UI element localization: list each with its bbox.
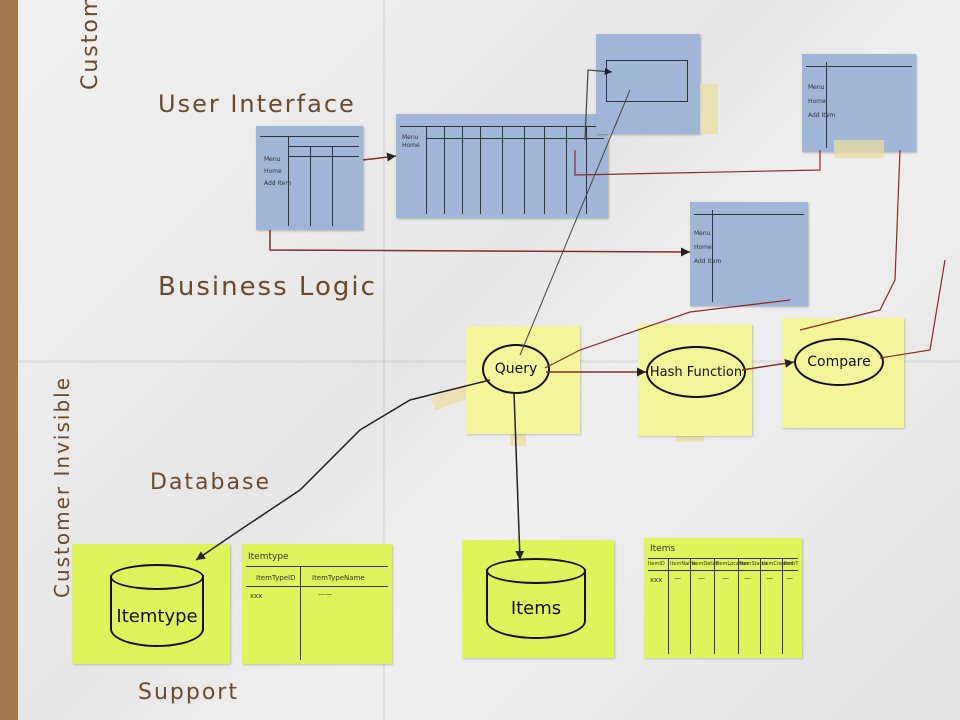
paper-fold bbox=[383, 0, 385, 720]
wire-query-to-items bbox=[513, 391, 525, 561]
note-db-items: Items bbox=[462, 540, 614, 658]
ui-screen-list: Menu Home bbox=[396, 114, 608, 218]
wire-edit-to-query bbox=[544, 299, 791, 369]
table-items-cell: xxx bbox=[650, 576, 663, 584]
side-menu-item: Menu bbox=[808, 84, 825, 91]
table-items-header: ItemT bbox=[784, 561, 799, 567]
ui-screen-dialog bbox=[596, 34, 700, 134]
side-menu-item: Menu bbox=[402, 134, 419, 141]
wire-compare-out bbox=[879, 259, 946, 359]
wire-dialog-to-query bbox=[519, 89, 631, 356]
database-itemtype-icon: Itemtype bbox=[110, 564, 204, 648]
wire-menu-to-list bbox=[362, 152, 397, 162]
database-items-icon: Items bbox=[486, 558, 586, 640]
table-itemtype-cell: —— bbox=[318, 590, 332, 598]
ui-screen-menu: Menu Home Add Item bbox=[256, 126, 363, 230]
lane-label-database: Database bbox=[150, 470, 271, 495]
side-menu-item: Home bbox=[694, 244, 712, 251]
table-items-cell: — bbox=[744, 574, 751, 582]
side-menu-item: Menu bbox=[694, 230, 711, 237]
tape bbox=[700, 84, 718, 134]
database-itemtype-label: Itemtype bbox=[116, 606, 198, 627]
table-itemtype-header: ItemTypeID bbox=[256, 574, 296, 582]
lane-label-business-logic: Business Logic bbox=[158, 272, 377, 302]
side-menu-item: Home bbox=[402, 142, 420, 149]
ui-screen-add-form: Menu Home Add Item bbox=[802, 54, 916, 152]
note-table-itemtype: Itemtype ItemTypeID ItemTypeName xxx —— bbox=[242, 544, 392, 664]
lane-label-user-interface: User Interface bbox=[158, 90, 356, 118]
wire-form-to-compare bbox=[799, 149, 901, 331]
table-items-cell: — bbox=[766, 574, 773, 582]
table-itemtype-cell: xxx bbox=[250, 592, 263, 600]
table-items-header: ItemLocation bbox=[716, 561, 749, 567]
table-items-cell: — bbox=[786, 574, 793, 582]
side-menu-item: Menu bbox=[264, 156, 281, 163]
ui-screen-edit-form: Menu Home Add Item bbox=[690, 202, 808, 306]
table-items-header: ItemID bbox=[648, 561, 665, 567]
node-compare: Compare bbox=[794, 338, 884, 386]
table-items-header: ItemStatus bbox=[740, 561, 768, 567]
wire-list-to-form bbox=[574, 150, 821, 176]
table-items-header: ItemDetail bbox=[692, 561, 719, 567]
table-itemtype-header: ItemTypeName bbox=[312, 574, 365, 582]
note-table-items: Items ItemID ItemName ItemDetail ItemLoc… bbox=[644, 538, 802, 658]
table-items-header: ItemCreated bbox=[762, 561, 794, 567]
wire-hash-to-compare bbox=[741, 358, 795, 371]
wire-list-to-dialog bbox=[584, 67, 613, 141]
note-db-itemtype: Itemtype bbox=[72, 544, 230, 664]
table-items-header: ItemName bbox=[670, 561, 697, 567]
side-menu-item: Home bbox=[808, 98, 826, 105]
side-menu-item: Add Item bbox=[264, 180, 292, 187]
wire-query-to-itemtype bbox=[195, 379, 491, 561]
table-items-cell: — bbox=[698, 574, 705, 582]
database-items-label: Items bbox=[510, 598, 562, 619]
table-items-title: Items bbox=[650, 544, 676, 554]
side-menu-item: Home bbox=[264, 168, 282, 175]
node-query: Query bbox=[482, 344, 550, 394]
table-items-cell: — bbox=[722, 574, 729, 582]
lane-label-support: Support bbox=[138, 680, 239, 705]
side-menu-item: Add Item bbox=[694, 258, 722, 265]
table-items-cell: — bbox=[674, 574, 681, 582]
side-menu-item: Add Item bbox=[808, 112, 836, 119]
tape bbox=[834, 140, 884, 158]
node-hash-function: Hash Function bbox=[646, 346, 746, 398]
wire-menu-to-edit bbox=[269, 230, 691, 257]
table-itemtype-title: Itemtype bbox=[248, 552, 289, 562]
